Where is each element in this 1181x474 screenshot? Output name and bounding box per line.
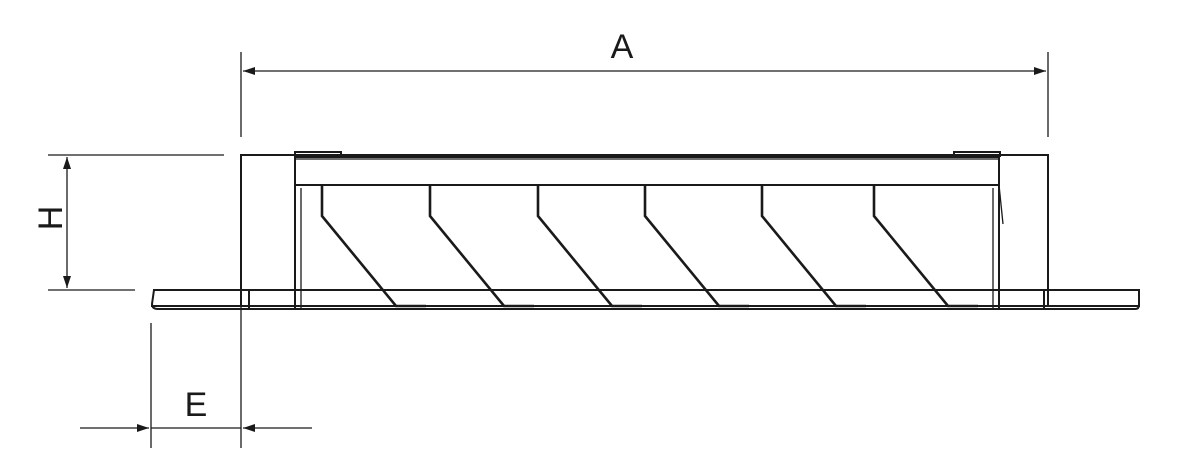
dimension-a-label: A [611, 28, 634, 66]
grille-body [150, 151, 1140, 310]
blade [760, 185, 866, 308]
blades [320, 185, 978, 308]
inner-core-top-rail [294, 156, 1000, 186]
blade [428, 185, 534, 308]
dimension-e: E [80, 305, 312, 448]
inner-wall-right-tab [998, 184, 1004, 225]
blade [320, 185, 426, 308]
corner-clip-left [294, 151, 342, 157]
blade [536, 185, 642, 308]
dimension-e-label: E [185, 386, 208, 424]
dimension-h: H [32, 154, 224, 291]
blade [872, 185, 978, 308]
dimension-h-label: H [32, 206, 70, 231]
dimension-a: A [240, 28, 1049, 137]
blade [643, 185, 749, 308]
corner-clip-right [953, 151, 1001, 157]
outer-frame [240, 154, 1049, 291]
